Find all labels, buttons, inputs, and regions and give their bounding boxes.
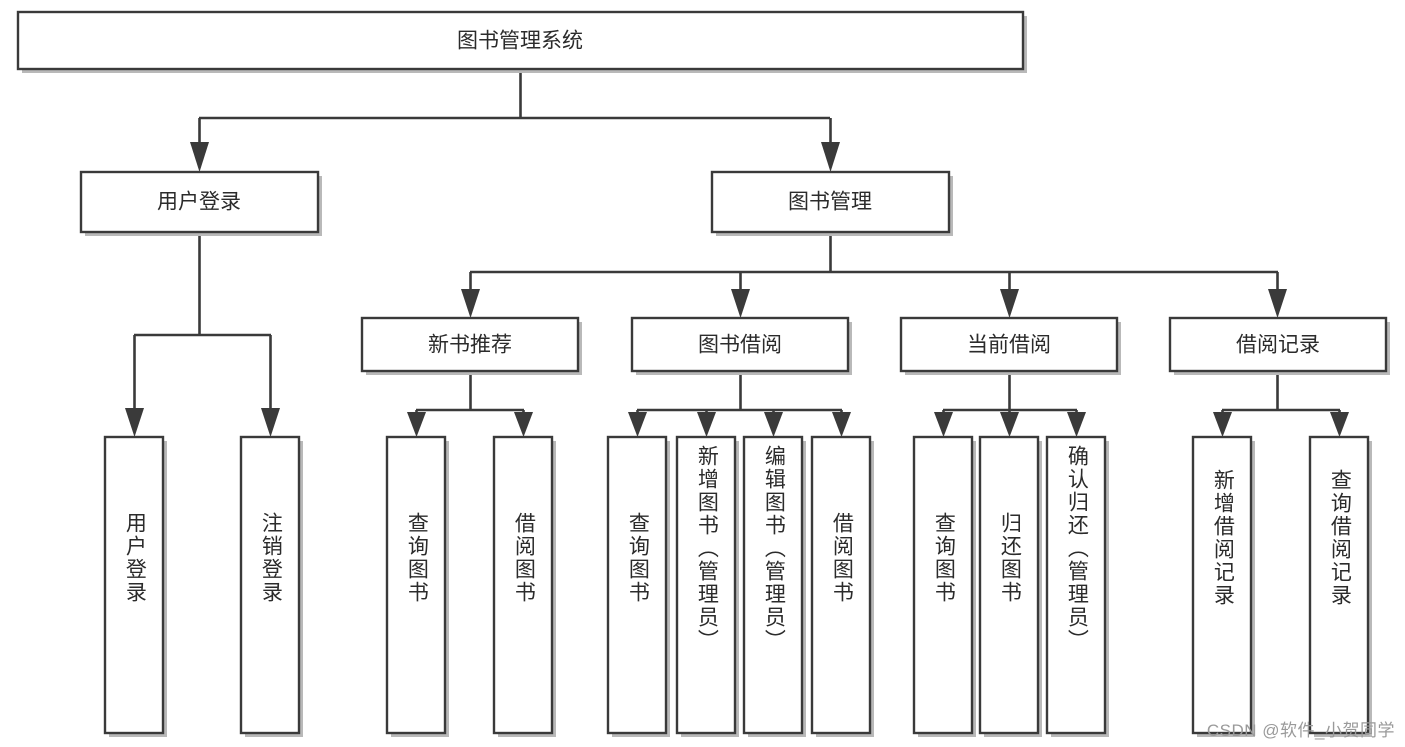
- arrow-borrowrecord-c2: [1330, 412, 1349, 437]
- node-root[interactable]: 图书管理系统: [16, 10, 1027, 73]
- arrow-bookmgmt-c2: [731, 289, 750, 318]
- arrow-currentborrow-c1: [934, 412, 953, 437]
- node-leaf-bookborrow-3-box[interactable]: [742, 435, 804, 735]
- arrow-bookmgmt-c3: [1000, 289, 1019, 318]
- node-leaf-currentborrow-1[interactable]: [912, 435, 976, 737]
- connector-group-userlogin: [125, 232, 280, 437]
- node-leaf-bookborrow-3[interactable]: [742, 435, 806, 737]
- arrow-userlogin-c2: [261, 408, 280, 437]
- connector-group-bookmgmt: [461, 232, 1287, 318]
- node-leaf-newbook-2-box[interactable]: [492, 435, 554, 735]
- node-current-borrow-box[interactable]: [899, 316, 1119, 373]
- node-leaf-currentborrow-3[interactable]: [1045, 435, 1109, 737]
- arrow-bookmgmt-c4: [1268, 289, 1287, 318]
- node-user-login[interactable]: 用户登录: [79, 170, 322, 236]
- arrow-bookborrow-c3: [764, 412, 783, 437]
- node-leaf-bookborrow-2[interactable]: [675, 435, 739, 737]
- node-leaf-newbook-1[interactable]: [385, 435, 449, 737]
- arrow-bookmgmt-c1: [461, 289, 480, 318]
- node-book-management-label: 图书管理: [788, 191, 872, 214]
- arrow-bookborrow-c1: [628, 412, 647, 437]
- node-leaf-bookborrow-4-box[interactable]: [810, 435, 872, 735]
- arrow-root-to-userlogin: [190, 142, 209, 172]
- node-root-label: 图书管理系统: [457, 30, 583, 53]
- arrow-borrowrecord-c1: [1213, 412, 1232, 437]
- node-leaf-bookborrow-2-box[interactable]: [675, 435, 737, 735]
- node-leaf-newbook-2[interactable]: [492, 435, 556, 737]
- node-borrow-record-label: 借阅记录: [1236, 334, 1320, 357]
- node-leaf-currentborrow-2[interactable]: [978, 435, 1042, 737]
- arrow-newbook-c1: [407, 412, 426, 437]
- node-leaf-currentborrow-1-box[interactable]: [912, 435, 974, 735]
- node-user-login-box[interactable]: [79, 170, 320, 234]
- connector-group-currentborrow: [934, 374, 1086, 437]
- node-user-login-label: 用户登录: [157, 191, 241, 214]
- node-new-book-recommend[interactable]: 新书推荐: [360, 316, 582, 375]
- node-current-borrow-label: 当前借阅: [967, 334, 1051, 357]
- node-leaf-user-login-1-box[interactable]: [103, 435, 165, 735]
- arrow-bookborrow-c4: [832, 412, 851, 437]
- node-leaf-user-login-1[interactable]: [103, 435, 167, 737]
- connector-group-newbook: [407, 374, 533, 437]
- node-borrow-record-box[interactable]: [1168, 316, 1388, 373]
- arrow-userlogin-c1: [125, 408, 144, 437]
- arrow-currentborrow-c2: [1000, 412, 1019, 437]
- node-book-borrow-label: 图书借阅: [698, 334, 782, 357]
- connector-group-bookborrow: [628, 374, 851, 437]
- node-leaf-bookborrow-4[interactable]: [810, 435, 874, 737]
- arrow-root-to-bookmgmt: [821, 142, 840, 172]
- node-leaf-user-login-2[interactable]: [239, 435, 303, 737]
- node-leaf-bookborrow-1-box[interactable]: [606, 435, 668, 735]
- connector-group-root: [190, 70, 840, 172]
- node-root-box[interactable]: [16, 10, 1025, 71]
- node-leaf-borrowrecord-2-box[interactable]: [1308, 435, 1370, 735]
- node-new-book-recommend-label: 新书推荐: [428, 334, 512, 357]
- node-book-borrow-box[interactable]: [630, 316, 850, 373]
- node-leaf-borrowrecord-1[interactable]: [1191, 435, 1255, 737]
- node-current-borrow[interactable]: 当前借阅: [899, 316, 1121, 375]
- node-book-management-box[interactable]: [710, 170, 951, 234]
- arrow-bookborrow-c2: [697, 412, 716, 437]
- node-leaf-bookborrow-1[interactable]: [606, 435, 670, 737]
- node-book-borrow[interactable]: 图书借阅: [630, 316, 852, 375]
- arrow-newbook-c2: [514, 412, 533, 437]
- node-borrow-record[interactable]: 借阅记录: [1168, 316, 1390, 375]
- connector-group-borrowrecord: [1213, 374, 1349, 437]
- node-leaf-user-login-2-box[interactable]: [239, 435, 301, 735]
- node-leaf-currentborrow-3-box[interactable]: [1045, 435, 1107, 735]
- node-leaf-currentborrow-2-box[interactable]: [978, 435, 1040, 735]
- arrow-currentborrow-c3: [1067, 412, 1086, 437]
- watermark: CSDN @软件_小贺同学: [1206, 721, 1395, 740]
- node-book-management[interactable]: 图书管理: [710, 170, 953, 236]
- node-leaf-newbook-1-box[interactable]: [385, 435, 447, 735]
- node-leaf-borrowrecord-2[interactable]: [1308, 435, 1372, 737]
- node-leaf-borrowrecord-1-box[interactable]: [1191, 435, 1253, 735]
- node-new-book-recommend-box[interactable]: [360, 316, 580, 373]
